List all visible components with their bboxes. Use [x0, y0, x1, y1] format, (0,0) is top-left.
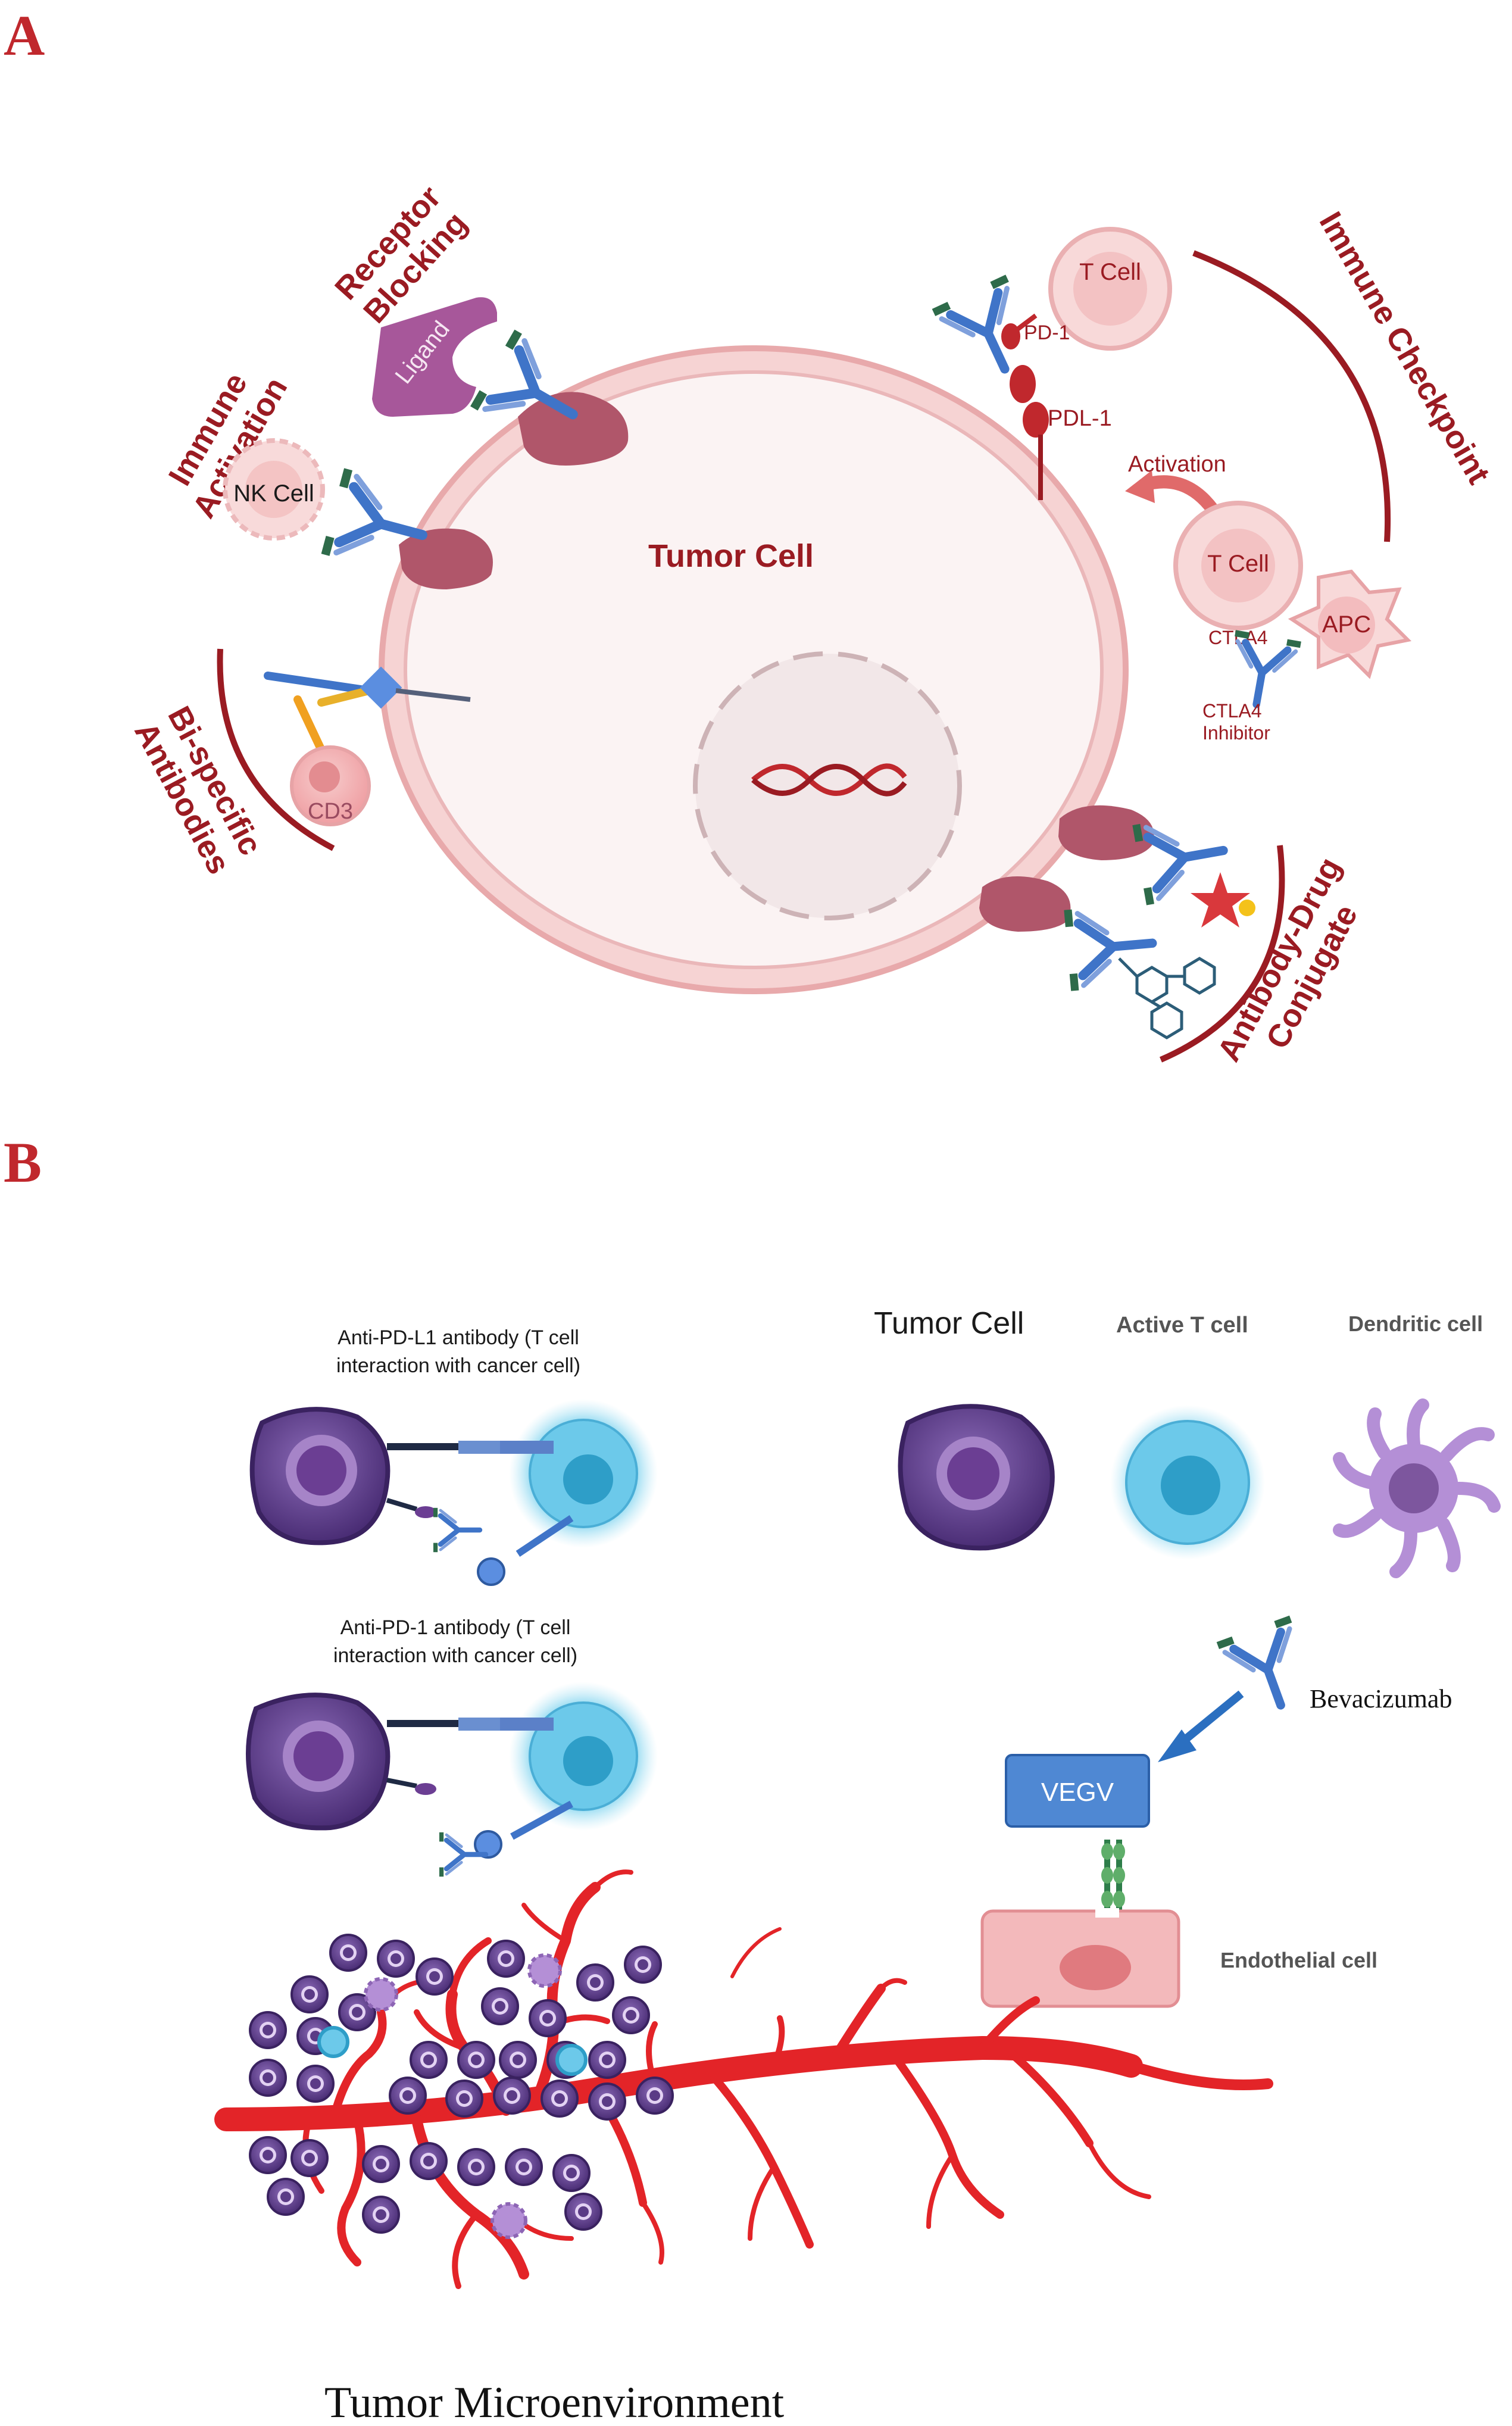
- legend-tumor-label: Tumor Cell: [874, 1306, 1024, 1341]
- pdl1-active-t-cell: [509, 1399, 658, 1548]
- anti-pdl1-label-2: interaction with cancer cell): [336, 1354, 580, 1377]
- tumor-cell-label: Tumor Cell: [648, 538, 814, 574]
- bispecific-arc: [217, 648, 335, 851]
- pd1-tumor-cell: [245, 1693, 391, 1831]
- microenvironment-cells: [249, 1934, 674, 2239]
- bevacizumab-arrow-icon: [1158, 1690, 1244, 1762]
- t-cell-mid-label: T Cell: [1207, 551, 1269, 577]
- blood-vessels: [214, 1869, 1273, 2289]
- adc-antibody-2: [1064, 903, 1155, 991]
- ctla4-inhibitor-label-1: CTLA4: [1202, 700, 1262, 722]
- ligand-icon: [372, 297, 497, 417]
- immune-checkpoint-label: Immune Checkpoint: [1313, 206, 1497, 490]
- pd1-label: PD-1: [1024, 321, 1070, 344]
- anti-pdl1-label-1: Anti-PD-L1 antibody (T cell: [338, 1326, 579, 1349]
- cd3-cell: [290, 745, 371, 826]
- panel-b-letter: B: [4, 1131, 42, 1194]
- pdl1-interaction: [386, 1441, 574, 1586]
- t-cell-top: [1048, 227, 1172, 351]
- nk-cell-label: NK Cell: [233, 480, 314, 507]
- legend-dendritic-label: Dendritic cell: [1348, 1312, 1483, 1336]
- vegv-label: VEGV: [1041, 1778, 1114, 1807]
- pdl1-tumor-cell: [249, 1407, 391, 1545]
- legend-dendritic-cell: [1333, 1398, 1501, 1578]
- ctla4-inhibitor-label-2: Inhibitor: [1202, 722, 1270, 744]
- star-payload-icon: [1191, 872, 1255, 928]
- t-cell-mid: [1173, 501, 1303, 630]
- adc-arc: [1160, 845, 1285, 1063]
- pd1-receptor: [1001, 313, 1038, 349]
- receptor-adc-1: [1058, 805, 1154, 860]
- bispecific-antibody: [264, 666, 471, 754]
- pdl1-receptor: [1010, 365, 1049, 500]
- endothelial-cell: [980, 1908, 1180, 2008]
- t-cell-top-label: T Cell: [1079, 259, 1141, 285]
- dna-helix-icon: [751, 763, 907, 797]
- receptor-top: [518, 392, 629, 466]
- drug-molecule-icon: [1118, 957, 1216, 1039]
- anti-pdl1-antibody: [433, 1508, 480, 1552]
- microenvironment-label: Tumor Microenvironment: [324, 2378, 785, 2426]
- receptor-left: [399, 528, 493, 589]
- apc-label: APC: [1322, 611, 1371, 638]
- checkpoint-arc: [1192, 250, 1391, 542]
- legend-tcell-label: Active T cell: [1116, 1313, 1248, 1338]
- bevacizumab-label: Bevacizumab: [1310, 1684, 1452, 1713]
- anti-pd1-label-1: Anti-PD-1 antibody (T cell: [340, 1616, 571, 1639]
- endothelial-label: Endothelial cell: [1220, 1948, 1377, 1972]
- apc-cell: [1288, 569, 1412, 679]
- pd1-active-t-cell: [509, 1682, 658, 1831]
- receptor-adc-2: [979, 876, 1071, 932]
- legend-tumor-cell: [898, 1404, 1055, 1551]
- panel-a-letter: A: [4, 4, 45, 67]
- legend-active-t-cell: [1110, 1405, 1265, 1560]
- cd3-label: CD3: [308, 799, 353, 824]
- activation-label: Activation: [1128, 452, 1226, 477]
- pdl1-label: PDL-1: [1048, 406, 1112, 431]
- anti-pd1-label-2: interaction with cancer cell): [333, 1644, 577, 1667]
- nk-cell: [223, 438, 325, 541]
- vegf-receptor-icon: [1101, 1840, 1125, 1911]
- nucleus: [693, 651, 962, 920]
- vegv-box: [1005, 1754, 1150, 1828]
- pd1-interaction: [386, 1718, 573, 1859]
